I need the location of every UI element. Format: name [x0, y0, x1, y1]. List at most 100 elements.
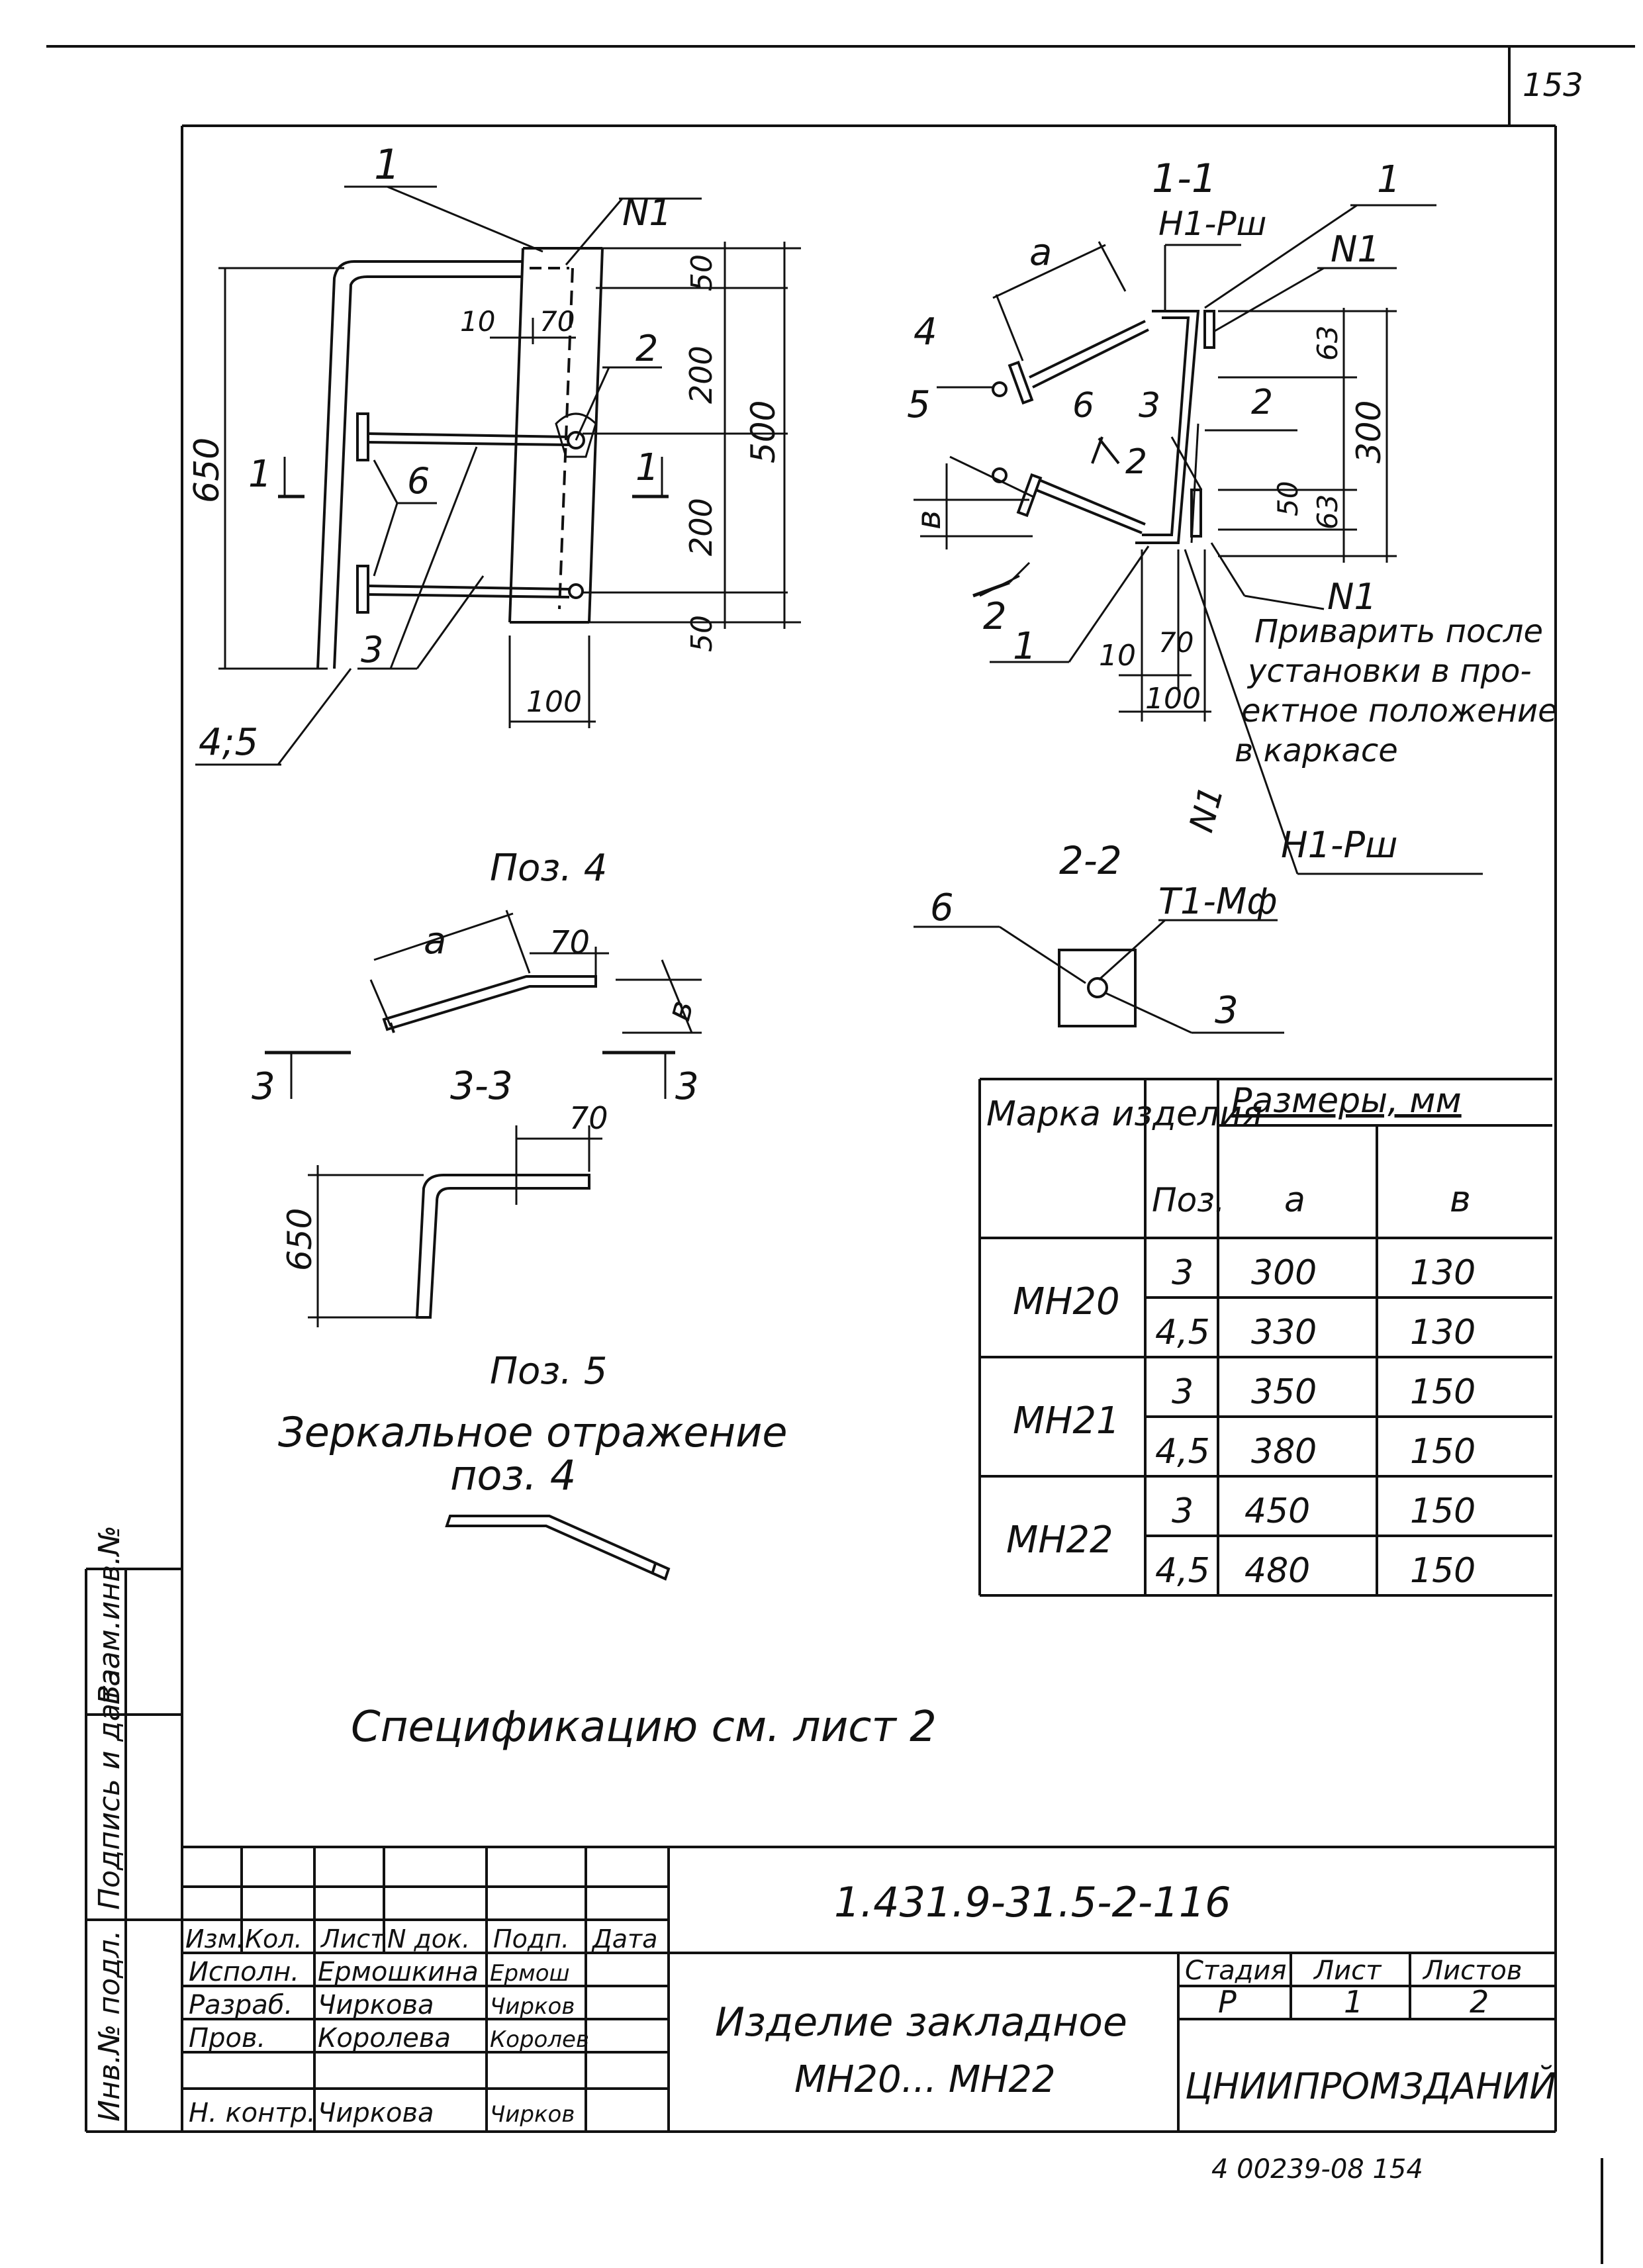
main-dim-50-bottom: 50 [685, 615, 719, 652]
size-table-pos-mh20-1: 3 [1172, 1253, 1194, 1293]
title-block-product-line2: МН20... МН22 [794, 2058, 1056, 2101]
poz5-geometry [445, 1515, 671, 1581]
section-1-1-leader-4: 4 [914, 310, 937, 354]
title-block-role-3: Пров. [189, 2023, 265, 2054]
title-block-stage-label: Стадия [1185, 1956, 1286, 1986]
section-1-1-dimensions [914, 204, 1483, 875]
title-block-col-izm: Изм. [185, 1924, 244, 1954]
size-table: Марка изделия Поз. Размеры, мм a в МН20 … [978, 1078, 1552, 1597]
size-table-header-pos: Поз. [1152, 1181, 1225, 1219]
main-dim-10: 10 [460, 305, 495, 338]
side-stamp-signature-date: Подпись и дата [93, 1669, 126, 1910]
footer-code: 4 00239-08 154 [1211, 2154, 1423, 2185]
main-dim-70: 70 [540, 305, 575, 338]
title-block-role-2: Разраб. [189, 1990, 293, 2020]
size-table-grid [978, 1078, 1552, 1597]
poz5-note-line1: Зеркальное отражение [278, 1408, 788, 1456]
section-1-1-dim-63-top: 63 [1311, 326, 1344, 361]
section-1-1-note-line2: установки в про- [1246, 653, 1532, 690]
title-block-col-podp: Подп. [493, 1924, 569, 1954]
section-3-3: 3-3 70 650 [281, 1063, 608, 1327]
title-block-sheets-label: Листов [1422, 1956, 1522, 1986]
title-block-grid [182, 1846, 1556, 2132]
title-block-col-data: Дата [591, 1924, 657, 1954]
size-table-header-mark: Марка изделия [986, 1094, 1262, 1134]
main-dim-50-top: 50 [685, 254, 719, 291]
size-table-a-mh22-1: 450 [1244, 1491, 1310, 1531]
main-leader-3: 3 [361, 629, 383, 671]
spec-note: Спецификацию см. лист 2 [351, 1703, 937, 1752]
main-dim-500: 500 [744, 401, 782, 463]
size-table-pos-mh22-2: 4,5 [1155, 1551, 1210, 1591]
size-table-b-mh20-2: 130 [1410, 1313, 1476, 1352]
poz4-dim-b: в [659, 996, 702, 1025]
size-table-a-mh21-1: 350 [1251, 1372, 1317, 1412]
section-3-3-title: 3-3 [450, 1063, 513, 1108]
size-table-b-mh20-1: 130 [1410, 1253, 1476, 1293]
main-node-n1: N1 [622, 192, 672, 234]
main-leader-2: 2 [635, 328, 658, 369]
section-2-2-geometry [1058, 949, 1137, 1027]
section-1-1-title: 1-1 [1152, 156, 1217, 202]
section-1-1-weld-top: Н1-Рш [1158, 205, 1266, 243]
section-1-1-leader-3: 3 [1139, 386, 1160, 426]
size-table-a-mh22-2: 480 [1244, 1551, 1310, 1591]
section-3-3-geometry [415, 1174, 590, 1319]
main-leader-1: 1 [374, 140, 400, 189]
main-section-mark-1b: 1 [635, 446, 659, 489]
side-stamp-inv-orig: Инв.№ подл. [93, 1930, 126, 2122]
section-1-1-leader-2: 2 [1251, 383, 1273, 422]
title-block-product-line1: Изделие закладное [715, 1999, 1127, 2046]
size-table-mark-mh21: МН21 [1013, 1399, 1120, 1442]
section-1-1-dim-100: 100 [1145, 682, 1201, 716]
size-table-a-mh20-2: 330 [1251, 1313, 1317, 1352]
section-1-1-dim-10: 10 [1099, 639, 1136, 673]
section-1-1-note-line1: Приварить после [1254, 613, 1543, 650]
section-2-2-leaders [914, 919, 1284, 1034]
title-block-name-3: Королева [318, 2023, 451, 2054]
title-block-name-1: Ермошкина [318, 1957, 479, 1987]
poz4-title: Поз. 4 [490, 847, 607, 890]
title-block-sheet-label: Лист [1313, 1956, 1382, 1986]
title-block-stage-value: Р [1218, 1984, 1237, 2020]
section-1-1-leader-5: 5 [907, 383, 931, 426]
section-1-1-dim-50: 50 [1272, 481, 1304, 516]
poz5-title: Поз. 5 [490, 1350, 607, 1393]
main-view-geometry [316, 247, 604, 669]
size-table-b-mh22-1: 150 [1410, 1491, 1476, 1531]
size-table-header-b: в [1450, 1178, 1471, 1220]
section-1-1-n1-vertical: N1 [1182, 782, 1231, 836]
main-dim-200-bottom: 200 [683, 498, 719, 556]
poz5-view: Поз. 5 Зеркальное отражение поз. 4 [278, 1350, 788, 1581]
title-block-sign-2: Чирков [490, 1993, 575, 2020]
section-1-1-dim-b: в [910, 510, 948, 530]
title-block-col-kol: Кол. [245, 1924, 303, 1954]
section-1-1-leader-6: 6 [1072, 386, 1094, 426]
size-table-b-mh21-2: 150 [1410, 1432, 1476, 1472]
size-table-b-mh21-1: 150 [1410, 1372, 1476, 1412]
main-view-dimensions [195, 185, 801, 766]
section-1-1-weld-bottom: Н1-Рш [1281, 824, 1397, 866]
size-table-a-mh21-2: 380 [1251, 1432, 1317, 1472]
size-table-mark-mh22: МН22 [1006, 1519, 1113, 1562]
section-2-2-leader-6: 6 [930, 886, 954, 929]
title-block-sheet-value: 1 [1344, 1984, 1363, 2020]
poz4-view: Поз. 4 a 70 в 3 3 [252, 847, 702, 1108]
main-leader-45: 4;5 [199, 721, 258, 764]
title-block-sign-1: Ермош [490, 1960, 570, 1987]
section-1-1-leader-1-top: 1 [1377, 158, 1401, 201]
poz4-mark-3-left: 3 [252, 1065, 275, 1108]
side-stamp-inv-replace: Взам.инв.№ [93, 1525, 126, 1705]
main-leader-6: 6 [407, 460, 430, 502]
size-table-a-mh20-1: 300 [1251, 1253, 1317, 1293]
section-1-1-geometry [992, 310, 1215, 544]
poz4-dim-70: 70 [549, 924, 590, 961]
poz4-geometry [382, 975, 597, 1033]
main-dim-100: 100 [526, 685, 582, 719]
main-dim-650: 650 [187, 438, 227, 503]
poz4-mark-3-right: 3 [675, 1065, 699, 1108]
section-2-2-title: 2-2 [1059, 838, 1122, 883]
sheet-frame [46, 45, 1635, 2264]
section-1-1-node-n1-top: N1 [1331, 228, 1380, 270]
